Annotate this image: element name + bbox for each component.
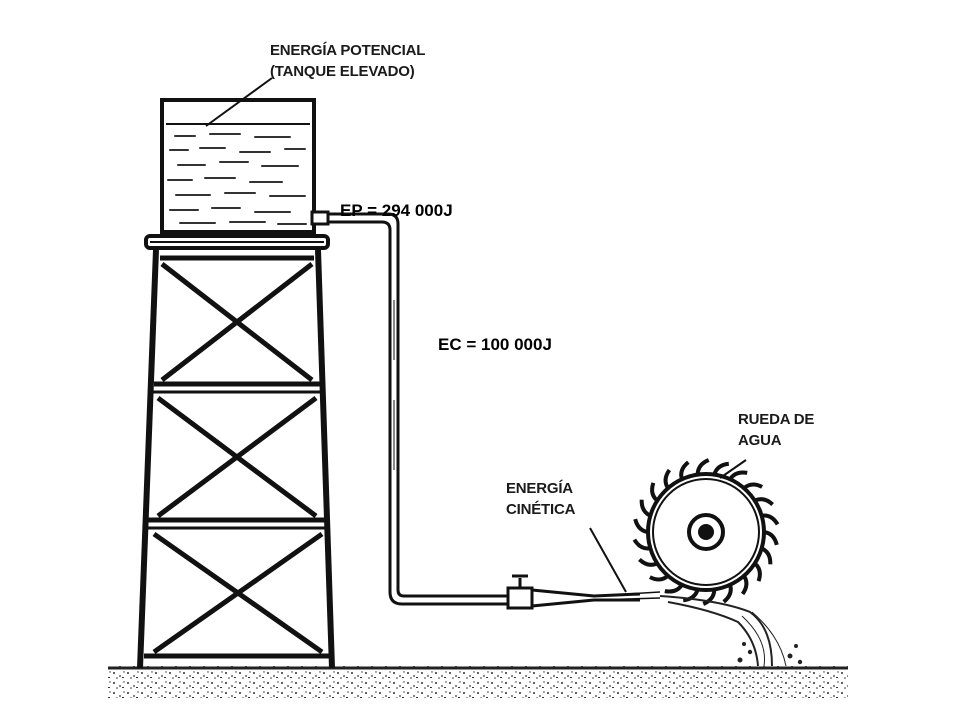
wheel-bucket	[650, 482, 659, 503]
ec-value-label: EC = 100 000J	[438, 335, 552, 354]
tank-water-texture	[167, 133, 307, 225]
potential-energy-label-line2: (TANQUE ELEVADO)	[270, 63, 415, 80]
water-outflow	[659, 595, 803, 667]
wheel-bucket	[742, 482, 764, 490]
water-tank	[144, 98, 330, 250]
nozzle	[531, 588, 661, 608]
water-wheel-label-line2: AGUA	[738, 432, 782, 449]
water-wheel	[632, 458, 780, 606]
wheel-bucket	[728, 470, 748, 481]
ep-value-label: EP = 294 000J	[340, 201, 453, 220]
wheel-bucket	[753, 561, 762, 582]
water-pipe	[328, 212, 510, 606]
valve	[506, 574, 534, 610]
water-wheel-label-line1: RUEDA DE	[738, 411, 814, 428]
leader-lines	[205, 77, 747, 593]
wheel-bucket	[648, 574, 670, 582]
potential-energy-label-line1: ENERGÍA POTENCIAL	[270, 42, 425, 59]
kinetic-energy-label-line1: ENERGÍA	[506, 480, 573, 497]
wheel-bucket	[664, 583, 684, 594]
ground	[108, 666, 848, 698]
tower	[137, 249, 335, 669]
kinetic-energy-label-line2: CINÉTICA	[506, 501, 576, 518]
